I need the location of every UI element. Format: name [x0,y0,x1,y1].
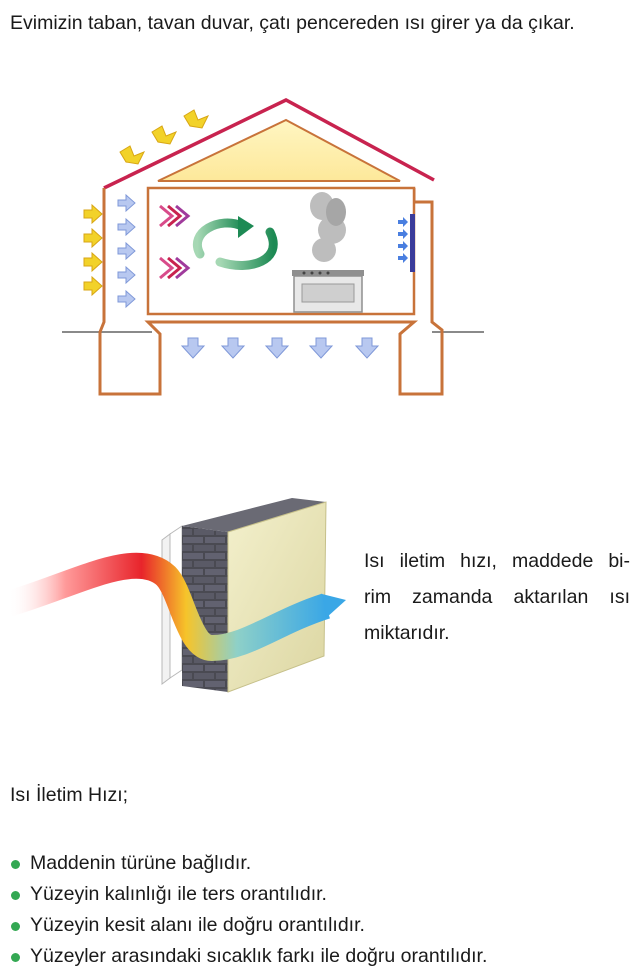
definition-line-1: Isı iletim hızı, maddede bi- [364,550,630,572]
bullet-icon [11,860,20,869]
bullet-icon [11,922,20,931]
heat-radiation-icon [159,204,191,280]
heat-arrows-left [83,203,103,297]
list-item-text: Yüzeyler arasındaki sıcaklık farkı ile d… [30,945,488,967]
room [146,186,416,316]
cold-arrows-window [398,217,408,263]
heat-arrows-roof [119,109,210,165]
list-item: Yüzeyin kalınlığı ile ters orantılıdır. [10,879,487,910]
definition-text: Isı iletim hızı, maddede bi- rim zamanda… [364,543,630,651]
list-item-text: Yüzeyin kalınlığı ile ters orantılıdır. [30,883,327,905]
factor-list: Maddenin türüne bağlıdır. Yüzeyin kalınl… [10,848,487,972]
list-item: Maddenin türüne bağlıdır. [10,848,487,879]
cold-arrows-floor [180,337,380,359]
smoke-icon [310,192,346,262]
stove-icon [292,270,364,313]
heat-flow-arrow [6,552,331,662]
list-item-text: Maddenin türüne bağlıdır. [30,852,252,874]
intro-paragraph: Evimizin taban, tavan duvar, çatı pencer… [10,12,575,34]
bullet-icon [11,891,20,900]
list-item: Yüzeyler arasındaki sıcaklık farkı ile d… [10,941,487,972]
definition-line-3: miktarıdır. [364,622,450,644]
window [410,214,415,272]
wall-heat-conduction-illustration [6,498,346,693]
insulation-panel [227,501,327,693]
cold-arrows-left-wall [117,193,136,309]
convection-swirl-icon [193,216,278,270]
list-item-text: Yüzeyin kesit alanı ile doğru orantılıdı… [30,914,365,936]
house-heat-loss-illustration [62,98,484,396]
section-title: Isı İletim Hızı; [10,784,129,806]
definition-line-2: rim zamanda aktarılan ısı [364,586,630,608]
list-item: Yüzeyin kesit alanı ile doğru orantılıdı… [10,910,487,941]
bullet-icon [11,953,20,962]
attic [157,118,401,182]
